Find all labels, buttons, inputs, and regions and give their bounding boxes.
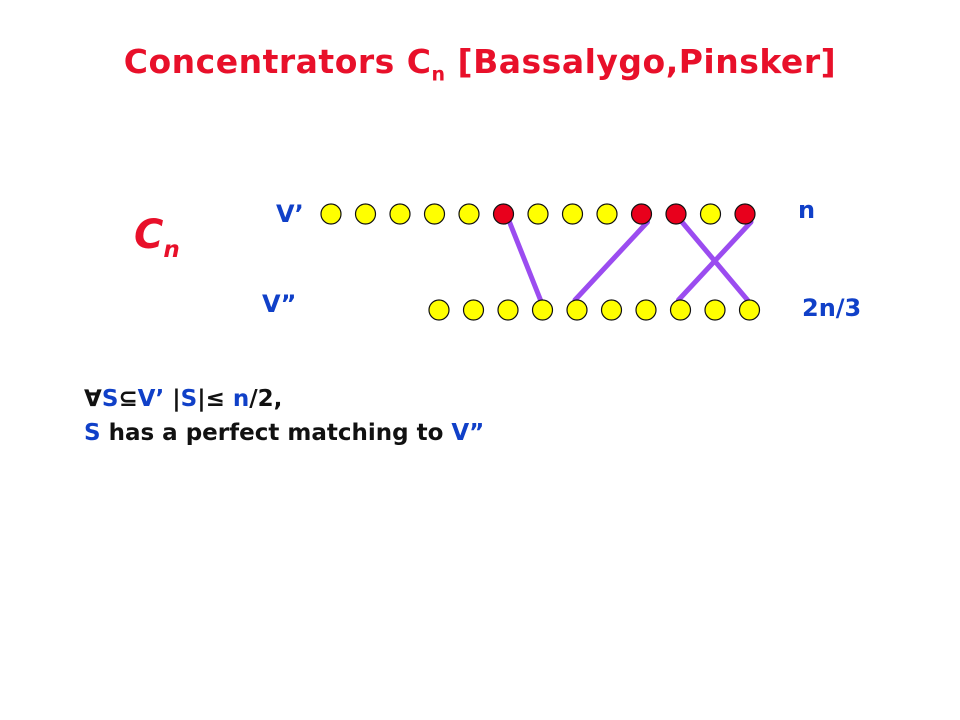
- vertex: [320, 203, 342, 225]
- vertex: [428, 299, 450, 321]
- bottom-row-nodes: [428, 299, 761, 321]
- statement-segment: V’: [137, 386, 173, 412]
- bottom-count-label: 2n/3: [802, 294, 862, 322]
- matching-edge: [572, 219, 650, 303]
- vertex: [596, 203, 618, 225]
- matching-edge: [676, 219, 754, 303]
- vertex: [354, 203, 377, 225]
- statement-segment: n: [232, 386, 250, 412]
- top-count-label: n: [798, 196, 816, 224]
- statement-segment: S: [84, 420, 101, 446]
- statement-segment: |≤: [197, 386, 233, 412]
- statement-segment: S: [180, 386, 198, 412]
- vertex: [497, 299, 519, 321]
- vertex: [566, 299, 588, 321]
- top-set-label: V’: [276, 200, 304, 228]
- graph-label: Cn: [134, 212, 180, 263]
- statement-segment: /2,: [249, 386, 283, 412]
- selected-vertex: [665, 203, 687, 225]
- bottom-set-label: V”: [262, 290, 297, 318]
- vertex: [389, 203, 411, 225]
- selected-vertex: [492, 203, 515, 225]
- vertex: [699, 203, 722, 225]
- vertex: [462, 299, 485, 321]
- vertex: [635, 299, 657, 321]
- statement-segment: has a perfect matching to: [100, 420, 452, 446]
- vertex: [458, 203, 480, 225]
- statement-line-2: S has a perfect matching to V”: [84, 416, 484, 450]
- vertex: [527, 203, 549, 225]
- vertex: [600, 299, 623, 321]
- matching-edge: [507, 219, 543, 303]
- vertex: [531, 299, 554, 321]
- statement-segment: S: [101, 386, 119, 412]
- concentrator-property: ∀S⊆V’ |S|≤ n/2, S has a perfect matching…: [84, 382, 484, 450]
- statement-line-1: ∀S⊆V’ |S|≤ n/2,: [84, 382, 484, 416]
- selected-vertex: [734, 203, 756, 225]
- vertex: [669, 299, 692, 321]
- statement-segment: V”: [451, 420, 485, 446]
- selected-vertex: [630, 203, 653, 225]
- vertex: [561, 203, 584, 225]
- vertex: [738, 299, 761, 321]
- statement-segment: |: [172, 386, 181, 412]
- vertex: [423, 203, 446, 225]
- page-title: Concentrators Cn [Bassalygo,Pinsker]: [123, 42, 837, 86]
- vertex: [704, 299, 726, 321]
- statement-segment: ∀: [84, 386, 102, 412]
- top-row-nodes: [320, 203, 756, 225]
- statement-segment: ⊆: [118, 386, 138, 412]
- matching-edges: [507, 219, 754, 303]
